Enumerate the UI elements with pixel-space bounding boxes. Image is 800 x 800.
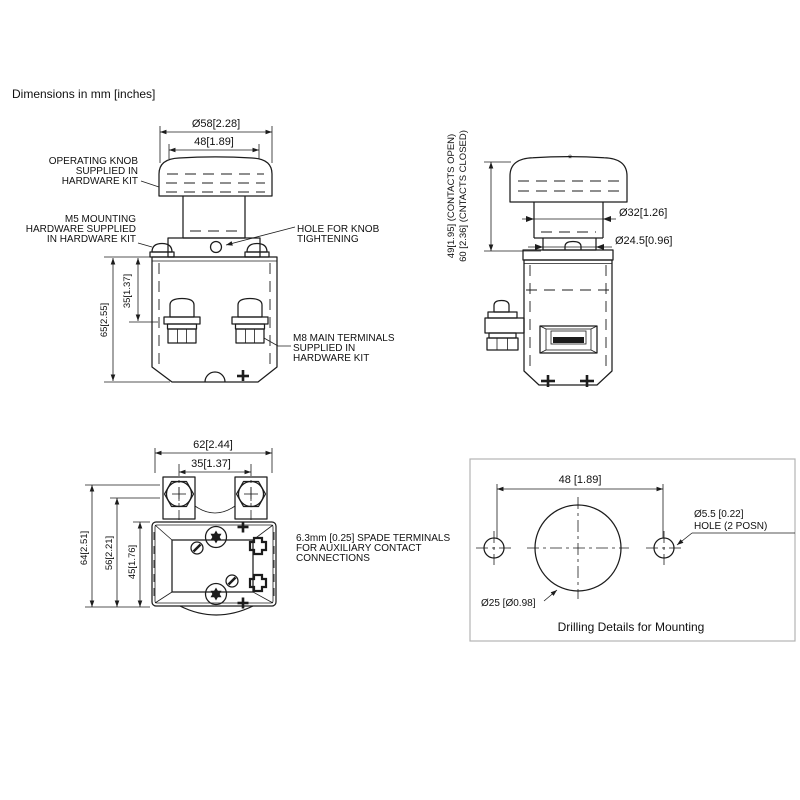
collar-side (542, 238, 597, 251)
label-spade-line1: 6.3mm [0.25] SPADE TERMINALS (296, 533, 450, 544)
label-spade-line3: CONNECTIONS (296, 553, 370, 564)
label-large-hole: Ø25 [Ø0.98] (481, 589, 558, 609)
dim-overall-depth-lines (85, 484, 160, 607)
label-m5-mounting: M5 MOUNTING HARDWARE SUPPLIED IN HARDWAR… (26, 214, 153, 248)
dim-knob-top-width-lines (168, 144, 260, 159)
dim-hole-spacing: 48 [1.89] (559, 474, 602, 486)
dim-overall-width: 62[2.44] (193, 439, 233, 451)
label-operating-knob: OPERATING KNOB SUPPLIED IN HARDWARE KIT (49, 156, 160, 188)
m8-terminal-side (484, 299, 525, 351)
label-small-hole: Ø5.5 [0.22] HOLE (2 POSN) (676, 509, 795, 546)
switch-body-front (151, 256, 278, 383)
dim-knob-diameter: Ø58[2.28] (192, 118, 240, 130)
side-view: 49[1.95] (CONTACTS OPEN) 60 [2.36] (CNTA… (446, 130, 673, 387)
dim-terminal-spacing-lines (178, 464, 252, 520)
m8-terminal-right (231, 297, 269, 344)
knob-stem-front (182, 196, 246, 239)
aux-spade-terminal-upper (248, 536, 268, 556)
slotted-screw-lower (225, 574, 239, 588)
mounting-flange-side (522, 249, 614, 261)
dim-terminal-height: 35[1.37] (122, 274, 133, 308)
centerlines-small-left (476, 531, 512, 565)
label-small-hole-line1: Ø5.5 [0.22] (694, 509, 744, 520)
dim-overall-width-lines (154, 448, 273, 473)
knob-side: * (509, 153, 628, 203)
label-hole-line1: HOLE FOR KNOB (297, 224, 380, 235)
label-m5-line1: M5 MOUNTING (65, 214, 136, 225)
dim-collar-diameter: Ø24.5[0.96] (615, 235, 673, 247)
spade-corner-marks (237, 521, 249, 609)
units-note: Dimensions in mm [inches] (12, 87, 155, 101)
bottom-view: 62[2.44] 35[1.37] (79, 439, 450, 616)
dim-stem-diameter: Ø32[1.26] (619, 207, 667, 219)
label-operating-knob-line1: OPERATING KNOB (49, 156, 139, 167)
dim-body-height: 65[2.55] (99, 303, 110, 337)
dim-terminal-spacing: 35[1.37] (191, 458, 231, 470)
knob-silhouette-arc-top (194, 505, 236, 514)
front-view: Ø58[2.28] 48[1.89] (26, 118, 395, 383)
slotted-screw-upper (190, 541, 204, 555)
label-hole-line2: TIGHTENING (297, 234, 359, 245)
dim-stem-diameter-lines (522, 216, 616, 222)
dim-collar-diameter-lines (528, 244, 612, 250)
label-operating-knob-line2: SUPPLIED IN (76, 166, 138, 177)
dim-base-depth: 45[1.76] (127, 545, 138, 579)
dim-terminal-height-lines (129, 258, 158, 323)
label-m5-line3: IN HARDWARE KIT (47, 234, 136, 245)
label-spade-line2: FOR AUXILIARY CONTACT (296, 543, 422, 554)
label-small-hole-line2: HOLE (2 POSN) (694, 521, 767, 532)
dim-body-depth: 56[2.21] (104, 536, 115, 570)
dim-height-contacts-open: 49[1.95] (CONTACTS OPEN) (446, 134, 457, 258)
centerlines-large-hole (527, 497, 629, 599)
switch-body-side (523, 259, 613, 386)
label-spade-terminals: 6.3mm [0.25] SPADE TERMINALS FOR AUXILIA… (296, 533, 450, 564)
m8-terminal-left (163, 297, 201, 344)
m5-washer-left (149, 242, 175, 258)
label-large-hole-text: Ø25 [Ø0.98] (481, 598, 536, 609)
label-m8-line1: M8 MAIN TERMINALS (293, 333, 395, 344)
panel-border (469, 458, 796, 642)
dim-height-lines (484, 161, 541, 252)
terminal-post-right (234, 476, 268, 520)
m5-washer-right (244, 242, 270, 258)
dim-knob-diameter-lines (159, 126, 273, 163)
dim-overall-depth: 64[2.51] (79, 531, 90, 565)
terminal-post-left (162, 476, 196, 520)
dim-height-contacts-closed: 60 [2.36] (CNTACTS CLOSED) (458, 130, 469, 262)
aux-spade-terminal-lower (248, 573, 268, 593)
torx-screw-top (204, 525, 228, 549)
torx-screw-bottom (204, 582, 228, 606)
dim-hole-spacing-lines (496, 484, 664, 538)
panel-caption: Drilling Details for Mounting (558, 620, 705, 634)
knob-top-marker: * (568, 153, 573, 165)
dim-body-depth-lines (110, 497, 160, 607)
knob-tightening-hole (209, 240, 223, 254)
drilling-panel: 48 [1.89] Ø5.5 [0.22] HOLE (2 POSN) (469, 458, 796, 642)
label-hole-for-knob: HOLE FOR KNOB TIGHTENING (225, 224, 380, 246)
label-m8-terminals: M8 MAIN TERMINALS SUPPLIED IN HARDWARE K… (263, 333, 395, 364)
dim-body-height-lines (104, 256, 170, 383)
label-m8-line2: SUPPLIED IN (293, 343, 355, 354)
label-operating-knob-line3: HARDWARE KIT (62, 176, 138, 187)
centerlines-small-right (646, 531, 682, 565)
mounting-collar-front (167, 237, 261, 258)
spade-terminal-marks-side (541, 375, 594, 387)
spade-terminal-mark-front (237, 370, 249, 381)
label-m8-line3: HARDWARE KIT (293, 353, 369, 364)
knob-front (158, 156, 273, 197)
label-m5-line2: HARDWARE SUPPLIED (26, 224, 136, 235)
knob-stem-side (533, 202, 604, 239)
knob-silhouette-arc-bottom (179, 605, 254, 616)
dim-base-depth-lines (85, 521, 150, 608)
body-recess-side (539, 325, 598, 354)
dim-knob-top-width: 48[1.89] (194, 136, 234, 148)
